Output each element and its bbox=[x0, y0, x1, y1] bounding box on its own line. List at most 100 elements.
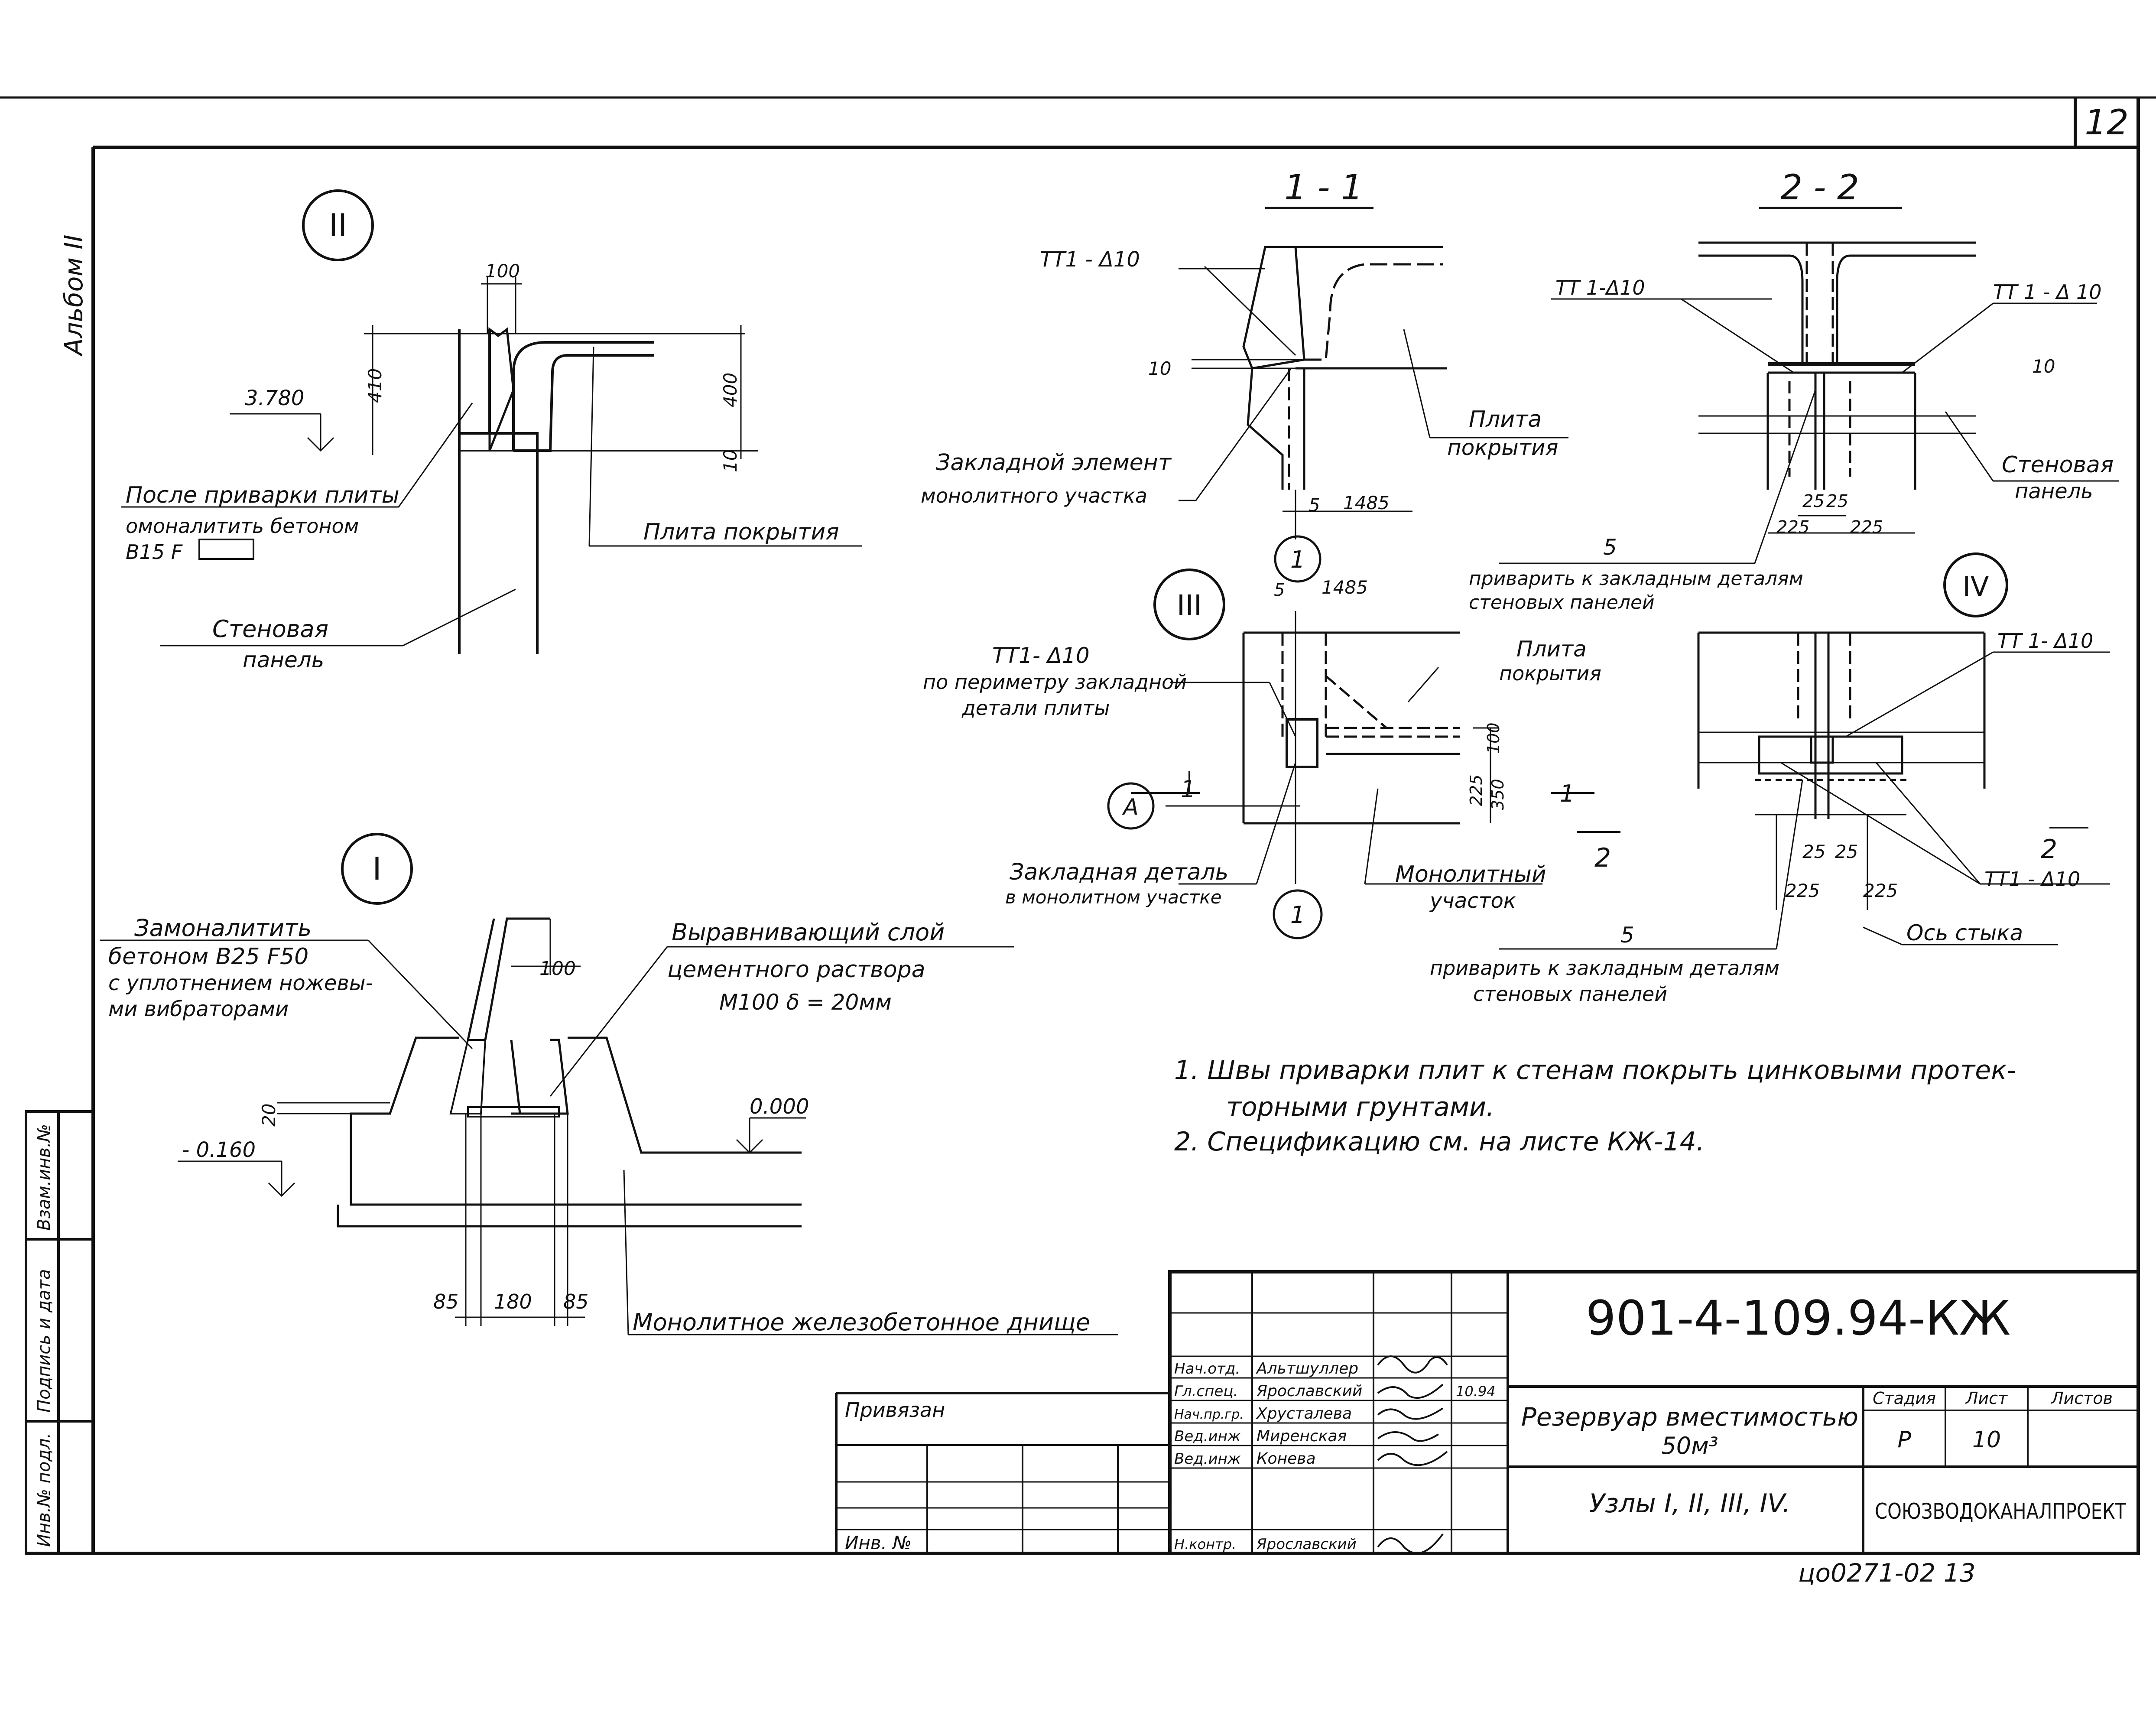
node-ii-dim-10: 10 bbox=[720, 449, 741, 472]
sheet-value: 10 bbox=[1972, 1427, 2001, 1453]
node-ii-note-2: омоналитить бетоном bbox=[126, 514, 359, 538]
section-1-1-title: 1 - 1 bbox=[1284, 167, 1363, 208]
title-name-3: Хрусталева bbox=[1256, 1405, 1352, 1423]
node-iv-dim-25a: 25 bbox=[1802, 841, 1825, 862]
section-1-1-embed-2: монолитного участка bbox=[921, 484, 1147, 507]
section-1-1-embed-1: Закладной элемент bbox=[936, 450, 1172, 476]
node-ii-slab-label: Плита покрытия bbox=[643, 519, 839, 545]
node-i-dim-20: 20 bbox=[258, 1104, 279, 1127]
node-iii-axis-1-bottom: 1 bbox=[1290, 901, 1305, 929]
section-2-2: 2 - 2 bbox=[1469, 167, 2119, 614]
side-col-inv: Инв.№ подл. bbox=[34, 1433, 54, 1547]
node-iii-cut-1: 1 bbox=[1181, 776, 1195, 803]
node-iii-dim-225: 225 bbox=[1467, 774, 1486, 806]
node-iii-embed-2: в монолитном участке bbox=[1005, 887, 1222, 908]
node-i-dim-180: 180 bbox=[494, 1290, 532, 1313]
section-2-2-title: 2 - 2 bbox=[1780, 167, 1859, 208]
node-i-layer-1: Выравнивающий слой bbox=[672, 919, 945, 946]
node-iii-mono-2: участок bbox=[1429, 889, 1516, 913]
node-i-fill-1: Замоналитить bbox=[134, 914, 312, 942]
stamp-note: цо0271-02 13 bbox=[1798, 1558, 1976, 1588]
node-iv-weld-note-1: приварить к закладным деталям bbox=[1430, 956, 1779, 980]
title-role-2: Гл.спец. bbox=[1174, 1383, 1238, 1400]
section-1-1-axis: 1 bbox=[1290, 546, 1305, 573]
node-i-layer-2: цементного раствора bbox=[667, 957, 925, 983]
node-ii-note-3: B15 F bbox=[126, 540, 183, 564]
title-role-6: Н.контр. bbox=[1174, 1536, 1236, 1553]
node-i-layer-3: М100 δ = 20мм bbox=[719, 990, 892, 1015]
node-ii-note-1: После приварки плиты bbox=[126, 482, 399, 508]
node-ii-geometry bbox=[121, 277, 862, 654]
node-iii-marker-circle bbox=[1153, 569, 1225, 640]
section-2-2-weld-note-2: стеновых панелей bbox=[1469, 591, 1655, 614]
node-i: I bbox=[100, 833, 1118, 1336]
node-ii: II 100 410 400 bbox=[121, 189, 862, 672]
signatures bbox=[1377, 1355, 1448, 1554]
section-2-2-wall-1: Стеновая bbox=[2002, 452, 2114, 478]
node-iv-dim-225b: 225 bbox=[1863, 880, 1898, 901]
node-i-dim-85b: 85 bbox=[563, 1290, 589, 1313]
node-ii-dim-100: 100 bbox=[485, 260, 520, 282]
title-role-4: Вед.инж bbox=[1174, 1428, 1241, 1445]
node-iv-weld-bottom: ТТ1 - Δ10 bbox=[1984, 867, 2080, 891]
title-role-3: Нач.пр.гр. bbox=[1174, 1407, 1244, 1422]
title-name-4: Миренская bbox=[1257, 1427, 1347, 1445]
node-i-level-neg: - 0.160 bbox=[182, 1138, 256, 1162]
organization: СОЮЗВОДОКАНАЛПРОЕКТ bbox=[1875, 1499, 2126, 1524]
node-iii-geometry bbox=[1131, 611, 1620, 885]
node-iii-marker: III bbox=[1177, 589, 1202, 622]
side-col-replace: Взам.инв.№ bbox=[34, 1124, 54, 1231]
node-iii-dim-1485: 1485 bbox=[1322, 577, 1368, 598]
node-iv-dim-25b: 25 bbox=[1835, 841, 1858, 862]
section-2-2-dim-25a: 25 bbox=[1802, 491, 1825, 511]
node-iv-dim-225a: 225 bbox=[1785, 880, 1820, 901]
node-i-dim-100: 100 bbox=[539, 958, 576, 980]
section-2-2-wall-2: панель bbox=[2015, 479, 2093, 504]
section-1-1-dim-1485: 1485 bbox=[1343, 492, 1390, 513]
node-iii: III 5 1 bbox=[923, 569, 1620, 939]
object-name-1: Резервуар вместимостью bbox=[1521, 1402, 1858, 1432]
section-2-2-dim-225b: 225 bbox=[1850, 517, 1883, 537]
node-i-dim-85a: 85 bbox=[433, 1290, 459, 1313]
side-col-sign: Подпись и дата bbox=[34, 1269, 54, 1413]
node-iv-weld-note-2: стеновых панелей bbox=[1473, 982, 1667, 1006]
note-1-cont: торными грунтами. bbox=[1226, 1092, 1494, 1122]
title-name-2: Ярославский bbox=[1256, 1382, 1362, 1400]
section-2-2-weld-left: ТТ 1-Δ10 bbox=[1555, 276, 1645, 299]
node-iii-axis-a: А bbox=[1122, 794, 1139, 820]
note-1: 1. Швы приварки плит к стенам покрыть ци… bbox=[1174, 1055, 2016, 1085]
section-2-2-dim-10: 10 bbox=[2032, 356, 2055, 377]
section-2-2-ref-5: 5 bbox=[1603, 535, 1617, 560]
node-iii-cut-2: 2 bbox=[1594, 843, 1611, 873]
section-2-2-geometry bbox=[1499, 241, 2119, 564]
general-notes: 1. Швы приварки плит к стенам покрыть ци… bbox=[1174, 1055, 2016, 1157]
section-2-2-dim-225a: 225 bbox=[1776, 517, 1809, 537]
node-i-fill-2: бетоном В25 F50 bbox=[108, 944, 308, 970]
side-columns bbox=[25, 1110, 94, 1555]
section-1-1-slab-1: Плита bbox=[1469, 406, 1542, 432]
title-role-5: Вед.инж bbox=[1174, 1450, 1241, 1468]
section-2-2-weld-right: ТТ 1 - Δ 10 bbox=[1993, 280, 2102, 304]
node-i-marker-circle bbox=[341, 833, 413, 905]
node-iv-axis-label: Ось стыка bbox=[1906, 920, 2023, 945]
node-iv-geometry bbox=[1499, 631, 2110, 950]
title-name-5: Конева bbox=[1257, 1450, 1316, 1468]
node-i-fill-3: с уплотнением ножевы- bbox=[108, 971, 373, 995]
section-1-1-dim-10: 10 bbox=[1148, 358, 1171, 379]
node-iii-dim-5: 5 bbox=[1274, 580, 1285, 600]
node-iii-dim-350: 350 bbox=[1488, 779, 1507, 810]
privyazan-label: Привязан bbox=[845, 1398, 945, 1422]
section-2-2-dim-25b: 25 bbox=[1826, 491, 1848, 511]
node-ii-dim-410: 410 bbox=[364, 368, 386, 403]
node-i-fill-4: ми вибраторами bbox=[108, 997, 289, 1021]
node-i-geometry bbox=[100, 917, 1118, 1335]
node-ii-marker-circle bbox=[302, 189, 374, 261]
section-1-1-geometry bbox=[1179, 246, 1568, 539]
sheet-number: 12 bbox=[2085, 102, 2129, 143]
sheet-title: Узлы I, II, III, IV. bbox=[1589, 1488, 1791, 1519]
node-iii-weld-note-2: детали плиты bbox=[961, 696, 1110, 720]
node-ii-wall-label-1: Стеновая bbox=[212, 615, 328, 643]
title-name-6: Ярославский bbox=[1256, 1536, 1357, 1553]
node-ii-level: 3.780 bbox=[245, 386, 304, 410]
